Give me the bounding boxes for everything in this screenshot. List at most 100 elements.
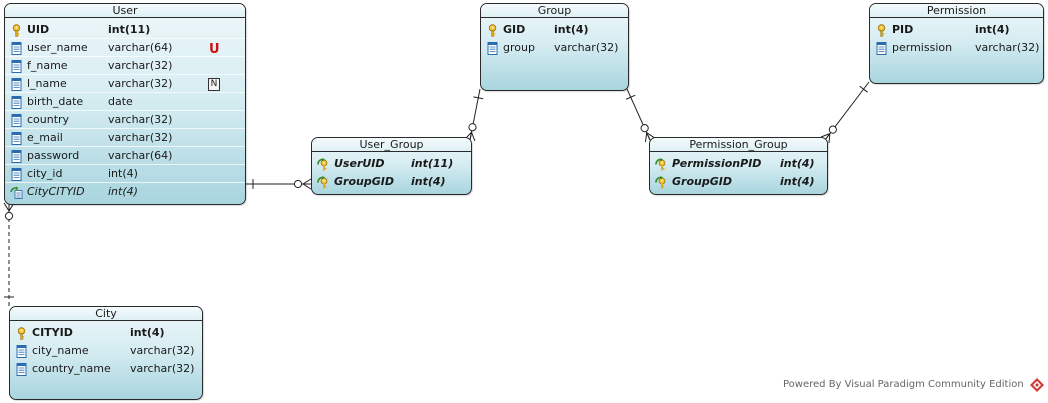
primary-foreign-key-icon <box>655 176 668 189</box>
relationship-city-user[interactable] <box>3 202 15 306</box>
column-type: int(4) <box>130 326 165 339</box>
column-name: f_name <box>27 59 68 72</box>
unique-badge: U <box>209 42 220 57</box>
column-row-e-mail[interactable]: e_mail varchar(32) <box>5 129 245 147</box>
column-icon <box>486 42 499 55</box>
column-type: varchar(32) <box>130 344 195 357</box>
column-row-password[interactable]: password varchar(64) <box>5 147 245 165</box>
primary-foreign-key-icon <box>317 176 330 189</box>
column-name: GroupGID <box>672 175 732 188</box>
relationship-permission-permission_group[interactable] <box>820 81 870 144</box>
column-type: varchar(32) <box>108 77 173 90</box>
column-type: int(4) <box>780 157 815 170</box>
column-icon <box>10 114 23 127</box>
column-row-city-id[interactable]: city_id int(4) <box>5 165 245 183</box>
column-name: GroupGID <box>334 175 394 188</box>
column-icon <box>10 168 23 181</box>
column-name: CITYID <box>32 326 73 339</box>
column-type: date <box>108 95 133 108</box>
column-type: int(11) <box>411 157 454 170</box>
column-name: user_name <box>27 41 88 54</box>
column-icon <box>15 363 28 376</box>
column-name: birth_date <box>27 95 84 108</box>
column-row-cityid[interactable]: CITYID int(4) <box>10 324 202 342</box>
column-row-country-name[interactable]: country_name varchar(32) <box>10 360 202 378</box>
entity-title: User_Group <box>312 138 471 152</box>
column-type: varchar(64) <box>108 41 173 54</box>
column-type: varchar(32) <box>108 59 173 72</box>
column-row-l-name[interactable]: l_name varchar(32) N <box>5 75 245 93</box>
entity-title: Permission_Group <box>650 138 827 152</box>
entity-title: Group <box>481 4 628 18</box>
nullable-badge: N <box>208 78 220 91</box>
key-icon <box>15 327 28 340</box>
column-row-uid[interactable]: UID int(11) <box>5 21 245 39</box>
column-type: varchar(64) <box>108 149 173 162</box>
visual-paradigm-logo-icon <box>1030 378 1044 392</box>
foreign-key-icon <box>10 186 23 199</box>
column-name: PID <box>892 23 914 36</box>
relationship-group-user_group[interactable] <box>464 88 484 142</box>
relationship-user-user_group[interactable] <box>244 178 312 190</box>
column-row-permission[interactable]: permission varchar(32) <box>870 39 1043 57</box>
column-type: int(4) <box>780 175 815 188</box>
column-icon <box>15 345 28 358</box>
column-icon <box>10 60 23 73</box>
column-name: UserUID <box>334 157 385 170</box>
column-row-groupgid[interactable]: GroupGID int(4) <box>650 173 827 191</box>
column-name: PermissionPID <box>672 157 762 170</box>
column-name: l_name <box>27 77 67 90</box>
column-list: PermissionPID int(4) GroupGID int(4) <box>650 152 827 191</box>
key-icon <box>486 24 499 37</box>
column-type: int(4) <box>975 23 1010 36</box>
column-list: UserUID int(11) GroupGID int(4) <box>312 152 471 191</box>
column-name: UID <box>27 23 50 36</box>
column-type: varchar(32) <box>975 41 1040 54</box>
column-row-groupgid[interactable]: GroupGID int(4) <box>312 173 471 191</box>
column-row-user-name[interactable]: user_name varchar(64) U <box>5 39 245 57</box>
column-type: varchar(32) <box>108 131 173 144</box>
column-name: city_name <box>32 344 89 357</box>
column-name: country_name <box>32 362 111 375</box>
column-icon <box>10 132 23 145</box>
column-name: permission <box>892 41 953 54</box>
column-row-city-name[interactable]: city_name varchar(32) <box>10 342 202 360</box>
column-row-birth-date[interactable]: birth_date date <box>5 93 245 111</box>
column-name: city_id <box>27 167 63 180</box>
column-row-f-name[interactable]: f_name varchar(32) <box>5 57 245 75</box>
column-row-permissionpid[interactable]: PermissionPID int(4) <box>650 155 827 173</box>
primary-foreign-key-icon <box>317 158 330 171</box>
column-row-pid[interactable]: PID int(4) <box>870 21 1043 39</box>
entity-title: User <box>5 4 245 18</box>
primary-foreign-key-icon <box>655 158 668 171</box>
column-type: int(4) <box>108 185 138 198</box>
column-type: int(4) <box>108 167 138 180</box>
column-name: country <box>27 113 70 126</box>
key-icon <box>10 24 23 37</box>
column-type: int(4) <box>411 175 446 188</box>
column-name: e_mail <box>27 131 63 144</box>
column-row-citycityid[interactable]: CityCITYID int(4) <box>5 183 245 201</box>
column-icon <box>10 78 23 91</box>
column-icon <box>10 96 23 109</box>
column-list: PID int(4) permission varchar(32) <box>870 18 1043 57</box>
column-type: varchar(32) <box>130 362 195 375</box>
column-name: CityCITYID <box>27 185 85 198</box>
entity-title: City <box>10 307 202 321</box>
relationship-group-permission_group[interactable] <box>625 88 655 143</box>
column-icon <box>10 42 23 55</box>
column-name: password <box>27 149 80 162</box>
column-row-useruid[interactable]: UserUID int(11) <box>312 155 471 173</box>
column-type: int(11) <box>108 23 151 36</box>
